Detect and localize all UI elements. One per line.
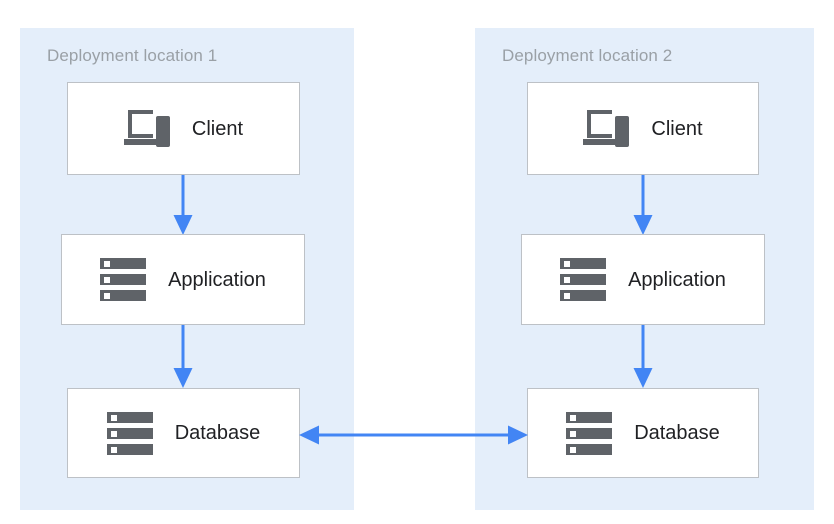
node-label: Database [174, 422, 261, 444]
deployment-zone-2: Deployment location 2 Client [475, 28, 814, 510]
zone-2-label: Deployment location 2 [502, 46, 673, 65]
node-label: Client [651, 117, 703, 140]
arrow-application-to-database-zone-2 [632, 325, 654, 388]
node-database-zone-2[interactable]: Database [527, 388, 759, 478]
node-label: Client [191, 117, 244, 140]
node-application-zone-2[interactable]: Application [521, 234, 765, 325]
server-stack-icon [106, 411, 153, 455]
arrow-database-replication-bidirectional [299, 424, 528, 446]
node-label: Application [628, 268, 726, 291]
node-label: Application [168, 268, 266, 291]
server-stack-icon [100, 258, 147, 301]
arrow-client-to-application-zone-2 [632, 175, 654, 235]
arrow-application-to-database-zone-1 [172, 325, 194, 388]
client-devices-icon [583, 109, 630, 147]
node-client-zone-1[interactable]: Client [67, 82, 300, 175]
arrow-client-to-application-zone-1 [172, 175, 194, 235]
server-stack-icon [566, 411, 613, 455]
zone-1-label: Deployment location 1 [47, 46, 218, 65]
node-label: Database [634, 422, 720, 444]
client-devices-icon [123, 109, 170, 147]
server-stack-icon [560, 258, 607, 301]
node-client-zone-2[interactable]: Client [527, 82, 759, 175]
deployment-zone-1: Deployment location 1 Client [20, 28, 354, 510]
node-database-zone-1[interactable]: Database [67, 388, 300, 478]
node-application-zone-1[interactable]: Application [61, 234, 305, 325]
